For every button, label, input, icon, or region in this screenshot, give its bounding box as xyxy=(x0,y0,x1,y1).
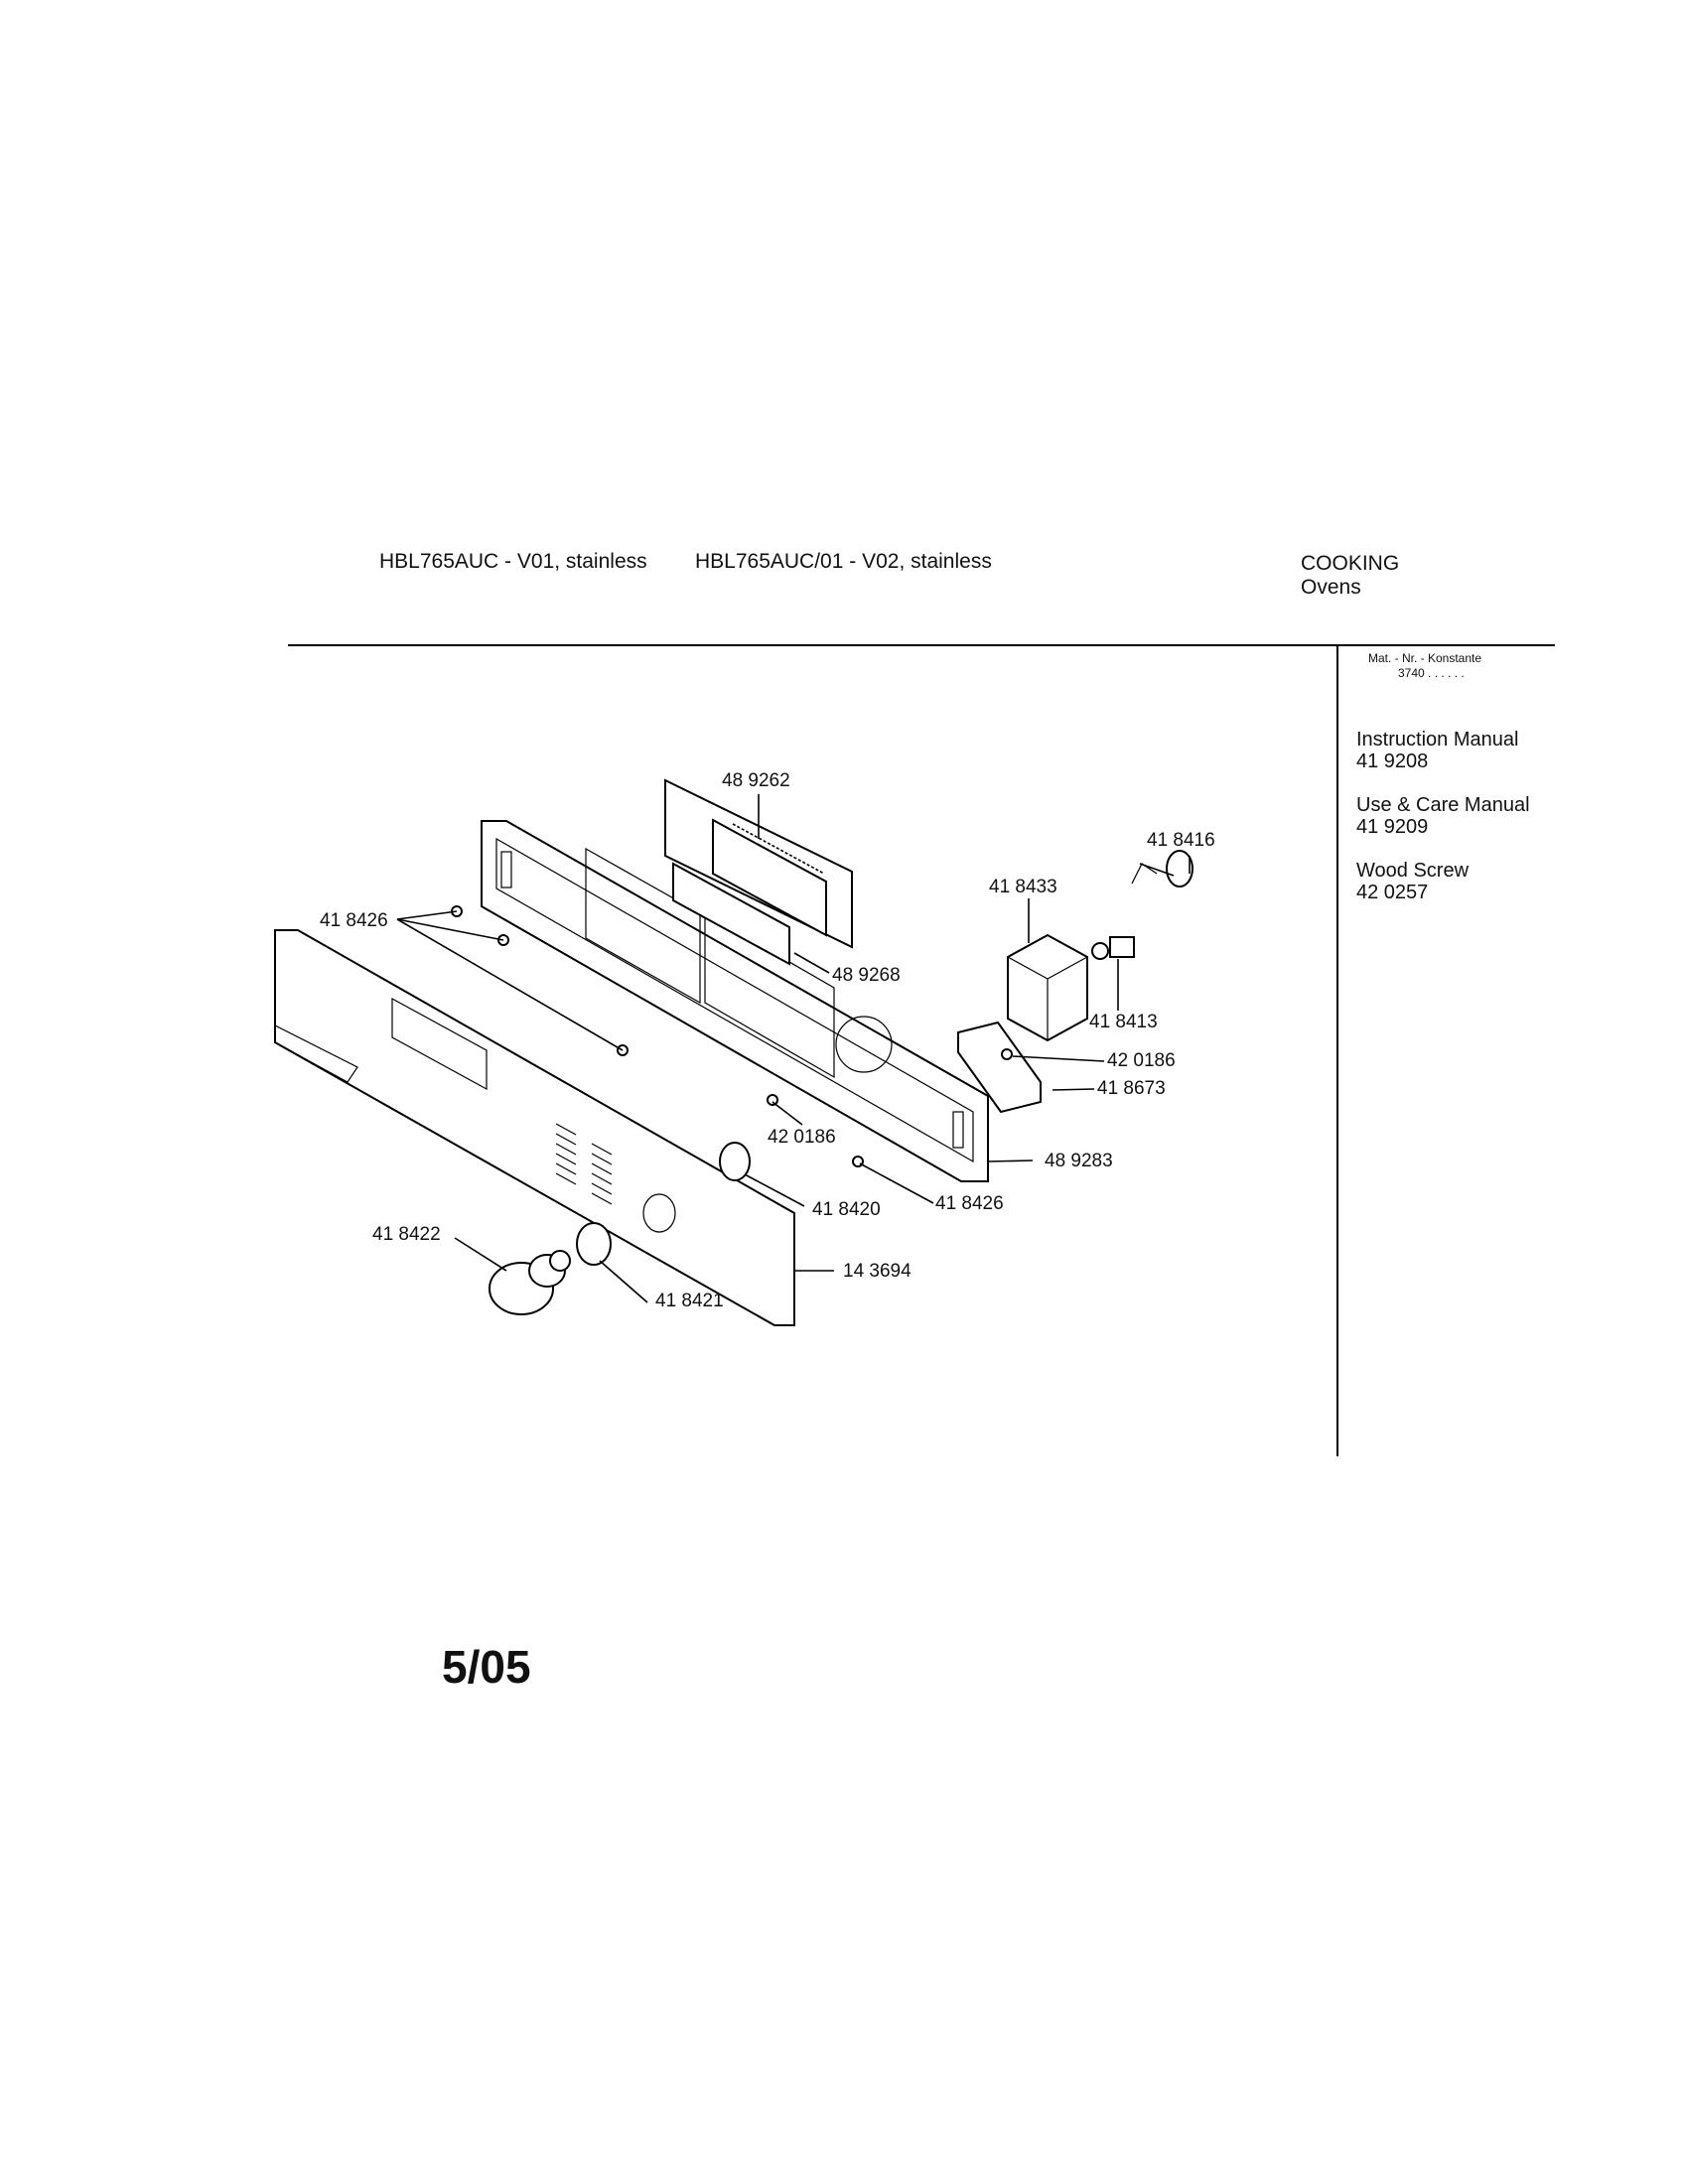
callout-42-0186-right: 42 0186 xyxy=(1107,1050,1176,1071)
side-column-divider xyxy=(1336,646,1338,1456)
switch-part xyxy=(1131,850,1193,887)
callout-41-8413: 41 8413 xyxy=(1089,1012,1158,1032)
header-divider xyxy=(288,644,1555,646)
front-fascia-part xyxy=(274,929,795,1326)
side-item-number: 41 9208 xyxy=(1356,751,1429,772)
model-variant-1: HBL765AUC - V01, stainless xyxy=(379,550,647,573)
rear-frame-part xyxy=(481,820,989,1182)
callout-41-8426-top: 41 8426 xyxy=(320,910,388,931)
subcategory-label: Ovens xyxy=(1301,576,1361,599)
callout-41-8426-bottom: 41 8426 xyxy=(935,1193,1004,1214)
callout-48-9283: 48 9283 xyxy=(1045,1151,1113,1171)
callout-42-0186-left: 42 0186 xyxy=(768,1127,836,1148)
callout-41-8433: 41 8433 xyxy=(989,877,1057,897)
callout-48-9268: 48 9268 xyxy=(832,965,901,986)
side-item-wood-screw: Wood Screw 42 0257 xyxy=(1356,860,1469,903)
side-item-number: 41 9209 xyxy=(1356,816,1429,838)
display-window-part xyxy=(672,862,790,966)
callout-14-3694: 14 3694 xyxy=(843,1261,912,1282)
callout-41-8673: 41 8673 xyxy=(1097,1078,1166,1099)
category-block: COOKING Ovens xyxy=(1301,552,1399,600)
callout-41-8422: 41 8422 xyxy=(372,1224,441,1245)
circuit-board-part xyxy=(664,778,853,949)
mat-nr-block: Mat. - Nr. - Konstante 3740 . . . . . . xyxy=(1368,651,1481,681)
knob-part xyxy=(489,1250,571,1315)
side-item-title: Wood Screw xyxy=(1356,860,1470,882)
mat-nr-value: 3740 . . . . . . xyxy=(1398,666,1465,680)
page-number: 5/05 xyxy=(442,1641,531,1693)
callout-41-8416: 41 8416 xyxy=(1147,830,1215,851)
side-item-title: Instruction Manual xyxy=(1356,729,1519,751)
side-item-number: 42 0257 xyxy=(1356,882,1429,903)
bracket-part xyxy=(957,1021,1042,1114)
side-item-use-care-manual: Use & Care Manual 41 9209 xyxy=(1356,794,1530,838)
callout-41-8420: 41 8420 xyxy=(812,1199,881,1220)
callout-48-9262: 48 9262 xyxy=(722,770,790,791)
spindle-part xyxy=(1091,936,1135,960)
seal-ring-part xyxy=(719,1142,751,1181)
model-variant-2: HBL765AUC/01 - V02, stainless xyxy=(695,550,992,573)
callout-labels: 48 9262 41 8426 41 8416 41 8433 48 9268 … xyxy=(320,770,1215,1311)
side-item-title: Use & Care Manual xyxy=(1356,794,1530,816)
trim-ring-part xyxy=(576,1222,612,1266)
mat-nr-label: Mat. - Nr. - Konstante xyxy=(1368,651,1482,665)
callout-41-8421: 41 8421 xyxy=(655,1291,724,1311)
motor-housing-part xyxy=(1007,933,1088,1042)
side-item-instruction-manual: Instruction Manual 41 9208 xyxy=(1356,729,1518,772)
category-label: COOKING xyxy=(1301,552,1400,575)
screw-parts xyxy=(451,905,1013,1167)
leader-lines xyxy=(396,794,1191,1303)
